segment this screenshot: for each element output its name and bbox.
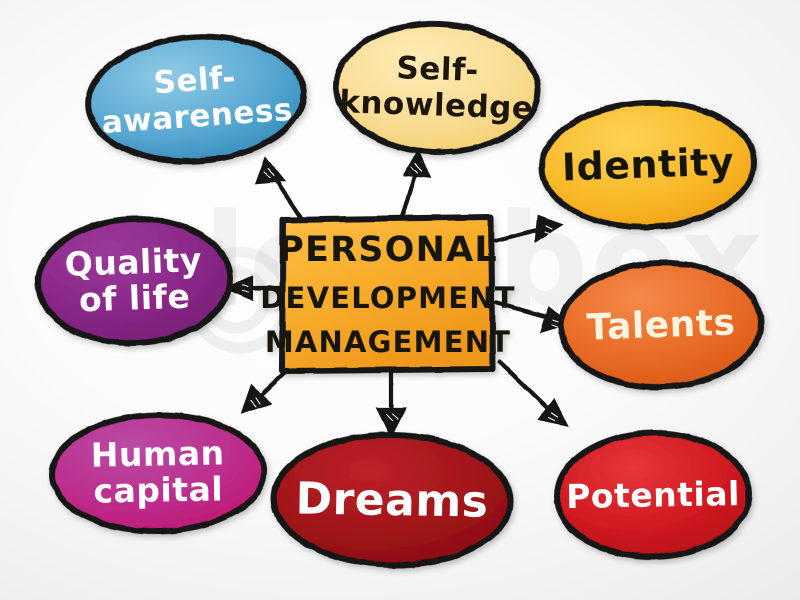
node-self-awareness-shape[interactable] xyxy=(84,30,308,169)
node-self-awareness-label-line1: Self- xyxy=(152,60,237,102)
node-quality-of-life-label-line2: of life xyxy=(78,277,191,320)
node-self-awareness[interactable]: Self- awareness xyxy=(84,30,308,169)
node-dreams-shape[interactable] xyxy=(271,431,513,569)
node-self-knowledge-label-line2: knowledge xyxy=(339,84,534,127)
connector-layer xyxy=(222,148,572,439)
node-self-knowledge[interactable]: Self- knowledge xyxy=(333,20,541,156)
node-self-knowledge-label-line1: Self- xyxy=(396,50,480,89)
node-human-capital-shape[interactable] xyxy=(49,411,267,535)
central-node-line2: DEVELOPMENT xyxy=(260,281,515,315)
node-identity-label: Identity xyxy=(561,140,735,190)
node-talents-shape[interactable] xyxy=(558,259,764,391)
node-talents-label: Talents xyxy=(586,302,736,348)
node-potential-label: Potential xyxy=(566,474,740,516)
node-quality-of-life[interactable]: Quality of life xyxy=(35,215,233,347)
arrow-to-identity xyxy=(493,215,564,244)
node-talents[interactable]: Talents xyxy=(558,259,764,391)
central-node-shape[interactable] xyxy=(279,214,496,374)
central-node[interactable]: PERSONAL DEVELOPMENT MANAGEMENT xyxy=(260,214,515,374)
node-human-capital-label-line2: capital xyxy=(93,469,223,510)
node-identity-shape[interactable] xyxy=(539,99,757,231)
arrow-to-dreams xyxy=(375,370,407,439)
node-potential[interactable]: Potential xyxy=(554,429,752,561)
central-node-line3: MANAGEMENT xyxy=(265,325,511,359)
node-identity[interactable]: Identity xyxy=(539,99,757,231)
node-dreams-label: Dreams xyxy=(295,473,489,527)
node-human-capital-label-line1: Human xyxy=(90,433,224,474)
node-quality-of-life-shape[interactable] xyxy=(35,215,233,347)
arrow-to-potential xyxy=(497,359,569,427)
node-quality-of-life-label-line1: Quality xyxy=(64,240,203,284)
arrow-to-talents xyxy=(494,300,572,334)
node-human-capital[interactable]: Human capital xyxy=(49,411,267,535)
node-self-knowledge-shape[interactable] xyxy=(333,20,541,156)
arrow-to-quality-of-life xyxy=(222,275,283,302)
arrow-to-self-knowledge xyxy=(398,148,432,223)
node-potential-shape[interactable] xyxy=(554,429,752,561)
node-dreams[interactable]: Dreams xyxy=(271,431,513,569)
central-node-line1: PERSONAL xyxy=(278,230,498,270)
